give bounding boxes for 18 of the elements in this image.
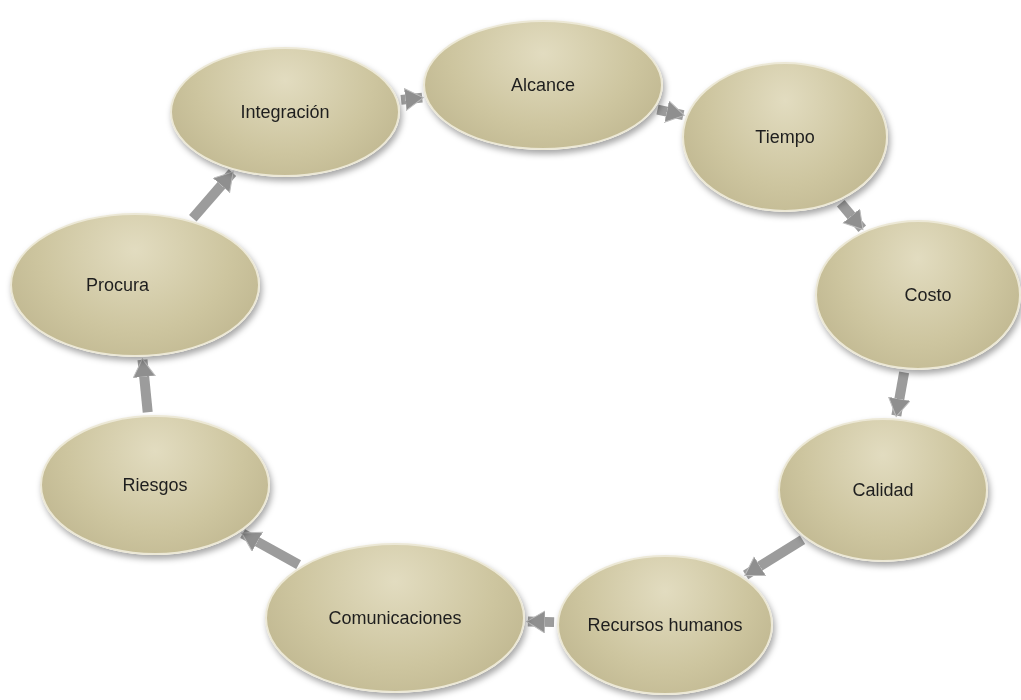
node-label: Tiempo — [755, 125, 815, 149]
block-arrow — [656, 100, 685, 123]
node-label: Costo — [904, 283, 952, 307]
node-label: Procura — [86, 273, 149, 297]
block-arrow — [240, 529, 302, 569]
block-arrow — [743, 535, 806, 580]
node-label: Alcance — [510, 73, 575, 97]
node-label: Recursos humanos — [587, 613, 743, 637]
block-arrow — [132, 358, 156, 413]
node-label: Riesgos — [122, 473, 188, 497]
block-arrow — [526, 610, 555, 634]
block-arrow — [189, 169, 237, 222]
node-label: Calidad — [852, 478, 914, 502]
node-label: Comunicaciones — [328, 606, 462, 630]
block-arrow — [888, 371, 911, 418]
block-arrow — [836, 200, 867, 232]
block-arrow — [400, 87, 424, 111]
node-label: Integración — [240, 100, 330, 124]
